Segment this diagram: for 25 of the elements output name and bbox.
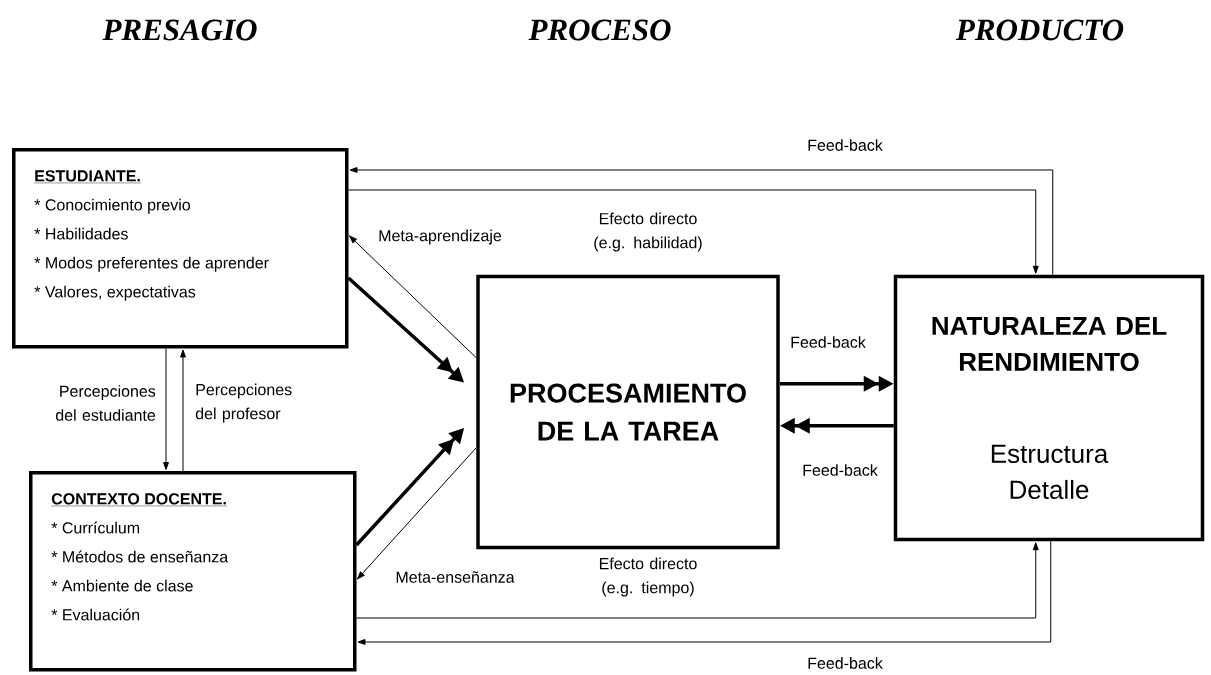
edge-label: Meta-aprendizaje xyxy=(379,229,502,245)
edge-label: Feed-back xyxy=(808,657,883,669)
arrow xyxy=(163,348,169,470)
edge-label: Feed-back xyxy=(808,139,883,151)
arrow xyxy=(180,349,186,472)
arrow xyxy=(348,189,1039,274)
arrow xyxy=(357,540,1052,645)
edge-label: Efecto directo (e.g. habilidad) xyxy=(594,212,702,252)
arrow xyxy=(356,542,1039,619)
arrow xyxy=(357,447,477,580)
process-box: PROCESAMIENTO DE LA TAREA xyxy=(476,274,780,550)
text-box: ESTUDIANTE. * Conocimiento previo * Habilidades * Modos preferentes de aprender * Valores, expectativas xyxy=(12,148,349,349)
column-heading: PROCESO xyxy=(528,19,671,41)
column-heading: PRESAGIO xyxy=(102,19,257,41)
arrow xyxy=(349,167,1054,276)
result-box: NATURALEZA DEL RENDIMIENTO Estructura Detalle xyxy=(893,274,1205,542)
edge-label: Percepciones del profesor xyxy=(195,383,292,423)
edge-label: Feed-back xyxy=(791,336,866,348)
edge-label: Feed-back xyxy=(803,464,878,476)
edge-label: Meta-enseñanza xyxy=(396,571,515,583)
edge-label: Efecto directo (e.g. tiempo) xyxy=(599,557,697,597)
edge-label: Percepciones del estudiante xyxy=(55,385,156,421)
text-box: CONTEXTO DOCENTE. * Currículum * Métodos de enseñanza * Ambiente de clase * Evaluación xyxy=(29,471,357,672)
column-heading: PRODUCTO xyxy=(955,19,1124,41)
arrow xyxy=(349,235,477,359)
